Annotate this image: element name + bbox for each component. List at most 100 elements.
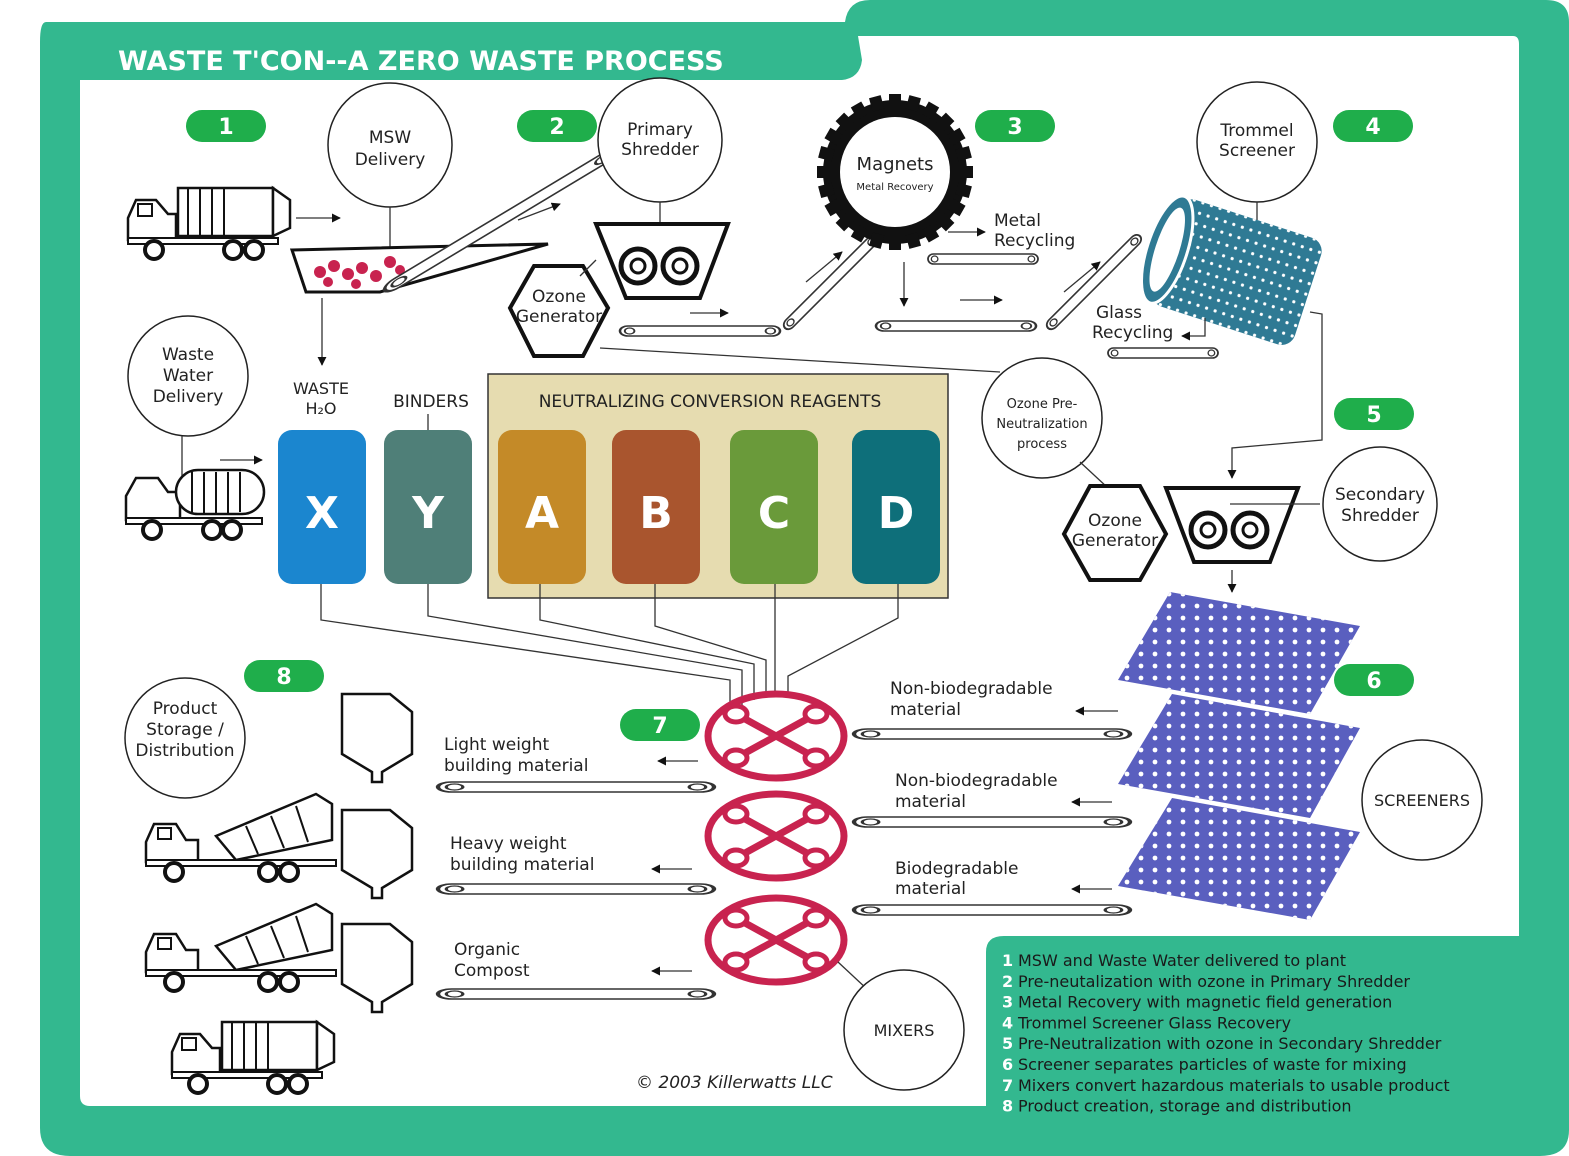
ozone-pre-neutralization-circle: [981, 357, 1103, 479]
light-label-2: building material: [444, 756, 588, 776]
primary-shredder-label-1: Primary: [627, 120, 693, 140]
gear-icon: [621, 249, 655, 283]
mixers-circle: [843, 969, 965, 1091]
waste-water-label-2: Water: [163, 366, 213, 386]
mixers-label: MIXERS: [874, 1021, 935, 1040]
tank-letter: D: [878, 488, 915, 539]
ozone-pre-label-1: Ozone Pre-: [1007, 397, 1078, 412]
legend-number: 4: [1002, 1013, 1013, 1032]
step-badge-number: 4: [1365, 115, 1380, 140]
legend-box: [986, 936, 1519, 1106]
gear-icon: [1191, 513, 1225, 547]
magnet-gear-icon: [817, 94, 973, 250]
step-badge-number: 8: [276, 665, 291, 690]
tank-letter: C: [758, 488, 790, 539]
step-badge-1: 1: [186, 110, 266, 142]
gear-icon: [663, 249, 697, 283]
secondary-shredder-label-2: Shredder: [1341, 506, 1419, 526]
gear-icon: [1233, 513, 1267, 547]
legend-number: 5: [1002, 1034, 1013, 1053]
legend-text: Pre-Neutralization with ozone in Seconda…: [1018, 1034, 1442, 1053]
metal-recovery-label: Metal Recovery: [856, 182, 933, 193]
tank-c: C: [730, 430, 818, 584]
legend-text: Metal Recovery with magnetic field gener…: [1018, 993, 1392, 1012]
feed-lines: [320, 584, 899, 712]
waste-water-label-1: Waste: [162, 345, 214, 365]
binders-label: BINDERS: [393, 392, 469, 412]
step-badge-number: 1: [218, 115, 233, 140]
magnets-label: Magnets: [857, 154, 934, 175]
conveyor-icon: [438, 884, 714, 894]
legend-number: 1: [1002, 951, 1013, 970]
step-badge-number: 6: [1366, 669, 1381, 694]
legend-text: Screener separates particles of waste fo…: [1018, 1055, 1407, 1074]
legend-text: Pre-neutalization with ozone in Primary …: [1018, 972, 1410, 991]
tank-a: A: [498, 430, 586, 584]
tank-b: B: [612, 430, 700, 584]
secondary-shredder-circle: [1322, 446, 1438, 562]
heavy-label-1: Heavy weight: [450, 834, 567, 854]
legend: 1 MSW and Waste Water delivered to plant 2…: [1002, 951, 1450, 1116]
tank-letter: B: [639, 488, 673, 539]
ozone-gen-1-label-2: Generator: [516, 307, 602, 327]
step-badge-6: 6: [1334, 664, 1414, 696]
organic-label-1: Organic: [454, 940, 520, 960]
primary-shredder-label-2: Shredder: [621, 140, 699, 160]
step-badge-number: 2: [549, 115, 564, 140]
conveyor-icon: [854, 729, 1130, 739]
tank-y: Y: [384, 430, 472, 584]
step-badge-number: 5: [1366, 403, 1381, 428]
heavy-label-2: building material: [450, 855, 594, 875]
legend-item: 2 Pre-neutalization with ozone in Primary…: [1002, 972, 1410, 991]
reagents-title: NEUTRALIZING CONVERSION REAGENTS: [539, 392, 882, 412]
trommel-drum: [1140, 194, 1322, 345]
tanker-truck-icon: [124, 468, 266, 541]
trommel-label-2: Screener: [1219, 141, 1295, 161]
legend-item: 1 MSW and Waste Water delivered to plant: [1002, 951, 1346, 970]
legend-text: MSW and Waste Water delivered to plant: [1018, 951, 1346, 970]
conveyor-icon: [854, 817, 1130, 827]
glass-recycling-label-2: Recycling: [1092, 323, 1173, 343]
tank-letter: A: [525, 488, 559, 539]
non-bio-1-label-2: material: [890, 700, 961, 720]
conveyor-icon: [854, 905, 1130, 915]
step-badge-5: 5: [1334, 398, 1414, 430]
waste-water-label-3: Delivery: [153, 387, 224, 407]
metal-recycling-label-1: Metal: [994, 211, 1041, 231]
step-badge-2: 2: [517, 110, 597, 142]
legend-number: 8: [1002, 1097, 1013, 1116]
screeners-label: SCREENERS: [1374, 791, 1470, 810]
waste-h2o-label-2: H₂O: [305, 399, 336, 418]
product-label-2: Storage /: [146, 720, 224, 740]
product-label-3: Distribution: [135, 741, 234, 761]
legend-number: 2: [1002, 972, 1013, 991]
ozone-pre-label-3: process: [1017, 437, 1067, 452]
conveyor-icon: [618, 324, 782, 338]
ozone-gen-2-label-1: Ozone: [1088, 511, 1142, 531]
copyright: © 2003 Killerwatts LLC: [636, 1073, 833, 1093]
tank-letter: X: [305, 488, 339, 539]
conveyor-icon: [927, 253, 1039, 265]
legend-item: 5 Pre-Neutralization with ozone in Second…: [1002, 1034, 1442, 1053]
legend-number: 7: [1002, 1076, 1013, 1095]
tank-d: D: [852, 430, 940, 584]
non-bio-2-label-1: Non-biodegradable: [895, 771, 1058, 791]
legend-item: 3 Metal Recovery with magnetic field gene…: [1002, 993, 1392, 1012]
legend-number: 3: [1002, 993, 1013, 1012]
step-badge-7: 7: [620, 709, 700, 741]
ozone-pre-label-2: Neutralization: [996, 417, 1087, 432]
legend-text: Trommel Screener Glass Recovery: [1017, 1013, 1291, 1032]
legend-text: Product creation, storage and distributi…: [1018, 1097, 1352, 1116]
product-storage-circle: [124, 677, 246, 799]
secondary-shredder-label-1: Secondary: [1335, 485, 1425, 505]
non-bio-1-label-1: Non-biodegradable: [890, 679, 1053, 699]
glass-recycling-label-1: Glass: [1096, 303, 1142, 323]
conveyor-icon: [438, 782, 714, 792]
step-badge-4: 4: [1333, 110, 1413, 142]
waste-h2o-label-1: WASTE: [293, 379, 349, 398]
ozone-generator-hex-1: [507, 264, 611, 358]
screener-plates: [1118, 592, 1360, 920]
